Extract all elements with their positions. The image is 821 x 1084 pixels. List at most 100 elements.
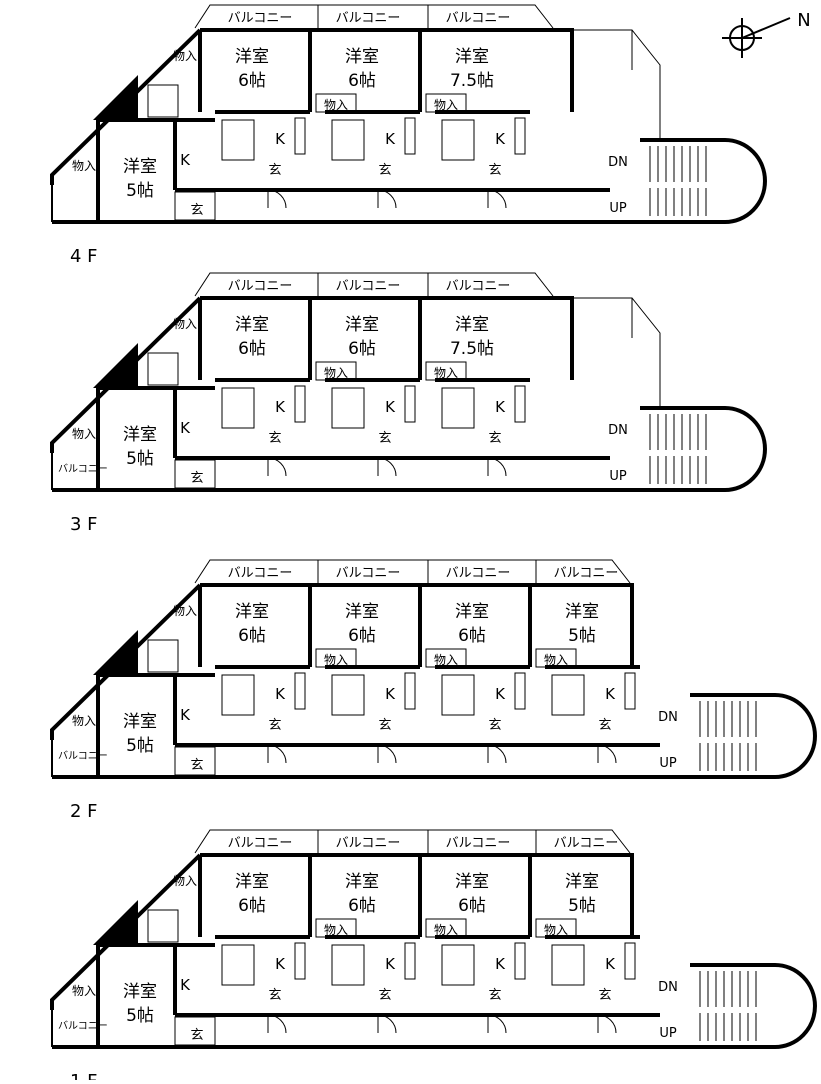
- counter: [294, 117, 306, 155]
- closet-label: 物入: [324, 98, 348, 112]
- corner-kitchen-label: K: [180, 706, 191, 724]
- room-size: 6帖: [348, 896, 376, 916]
- counter: [404, 672, 416, 710]
- bathtub: [551, 944, 585, 986]
- balcony-label-4: バルコニー: [554, 836, 619, 851]
- floor-label: 3 F: [70, 514, 98, 535]
- kitchen-label: K: [385, 398, 396, 416]
- closet: [535, 918, 577, 938]
- balcony-outline: [194, 559, 631, 584]
- bathtub: [221, 387, 255, 429]
- corner-storage2-label: 物入: [72, 984, 96, 998]
- balcony-label-3: バルコニー: [446, 11, 511, 26]
- corner-storage2-label: 物入: [72, 427, 96, 441]
- kitchen-label: K: [385, 685, 396, 703]
- room-size: 6帖: [348, 626, 376, 646]
- stair-outline: [640, 138, 767, 224]
- balcony-label-2: バルコニー: [336, 279, 401, 294]
- closet: [315, 93, 357, 113]
- corner-room-size: 5帖: [126, 181, 154, 201]
- balcony-outline: [194, 272, 554, 297]
- entrance-label: 玄: [598, 988, 611, 1003]
- entrance-label: 玄: [488, 988, 501, 1003]
- counter: [404, 385, 416, 423]
- outer-wall-diagonal: [50, 583, 202, 740]
- door-swing: [487, 457, 507, 477]
- floor-plan-3F: バルコニーバルコニーバルコニー洋室6帖K玄洋室6帖K玄物入洋室7.5帖K玄物入洋…: [50, 272, 767, 535]
- bathtub: [147, 352, 179, 386]
- stair-up-label: UP: [609, 201, 627, 216]
- stair-outline: [640, 406, 767, 492]
- room-size: 7.5帖: [450, 339, 494, 359]
- bathtub: [147, 639, 179, 673]
- balcony-label-1: バルコニー: [228, 836, 293, 851]
- closet-label: 物入: [434, 98, 458, 112]
- room-size: 6帖: [458, 896, 486, 916]
- floor-plan-4F: バルコニーバルコニーバルコニー洋室6帖K玄洋室6帖K玄物入洋室7.5帖K玄物入洋…: [50, 4, 767, 267]
- stair-up-label: UP: [659, 1026, 677, 1041]
- door-swing: [597, 1014, 617, 1034]
- left-balcony-label: バルコニー: [58, 1020, 108, 1032]
- counter: [294, 942, 306, 980]
- staircase: DN UP: [608, 138, 767, 224]
- stair-up-label: UP: [659, 756, 677, 771]
- stair-outline: [690, 693, 817, 779]
- entrance-hall: [174, 191, 216, 221]
- corner-room-name: 洋室: [123, 157, 157, 177]
- corner-storage2-label: 物入: [72, 159, 96, 173]
- room-name: 洋室: [235, 47, 269, 67]
- compass: N: [722, 10, 811, 58]
- corner-room-size: 5帖: [126, 736, 154, 756]
- entrance-label: 玄: [268, 431, 281, 446]
- corner-storage-label: 物入: [173, 49, 197, 63]
- counter: [514, 942, 526, 980]
- room-size: 6帖: [458, 626, 486, 646]
- stair-down-label: DN: [608, 423, 628, 438]
- bathtub: [331, 387, 365, 429]
- bathtub: [331, 674, 365, 716]
- bathtub: [331, 944, 365, 986]
- entrance-label: 玄: [378, 718, 391, 733]
- door-swing: [377, 1014, 397, 1034]
- corner-storage-label: 物入: [173, 874, 197, 888]
- bathtub: [331, 119, 365, 161]
- floor-plan-2F: バルコニーバルコニーバルコニーバルコニー洋室6帖K玄洋室6帖K玄物入洋室6帖K玄…: [50, 559, 817, 822]
- bathtub: [221, 944, 255, 986]
- bathtub: [147, 84, 179, 118]
- closet-label: 物入: [434, 923, 458, 937]
- entrance-label: 玄: [598, 718, 611, 733]
- corner-entrance-label: 玄: [190, 1028, 203, 1043]
- outer-wall-diagonal: [50, 853, 202, 1010]
- kitchen-label: K: [275, 955, 286, 973]
- counter: [514, 672, 526, 710]
- closet: [425, 648, 467, 668]
- left-balcony-label: バルコニー: [58, 463, 108, 475]
- door-swing: [377, 744, 397, 764]
- wall-fill: [93, 75, 138, 120]
- closet: [535, 648, 577, 668]
- corner-entrance-label: 玄: [190, 203, 203, 218]
- corner-room-name: 洋室: [123, 425, 157, 445]
- stair-down-label: DN: [608, 155, 628, 170]
- entrance-label: 玄: [488, 718, 501, 733]
- kitchen-label: K: [275, 398, 286, 416]
- room-name: 洋室: [345, 315, 379, 335]
- counter: [624, 942, 636, 980]
- closet: [315, 918, 357, 938]
- counter: [294, 385, 306, 423]
- bathtub: [441, 674, 475, 716]
- closet: [315, 361, 357, 381]
- room-name: 洋室: [235, 602, 269, 622]
- room-size: 6帖: [348, 339, 376, 359]
- door-swing: [487, 1014, 507, 1034]
- entrance-label: 玄: [488, 431, 501, 446]
- door-swing: [267, 744, 287, 764]
